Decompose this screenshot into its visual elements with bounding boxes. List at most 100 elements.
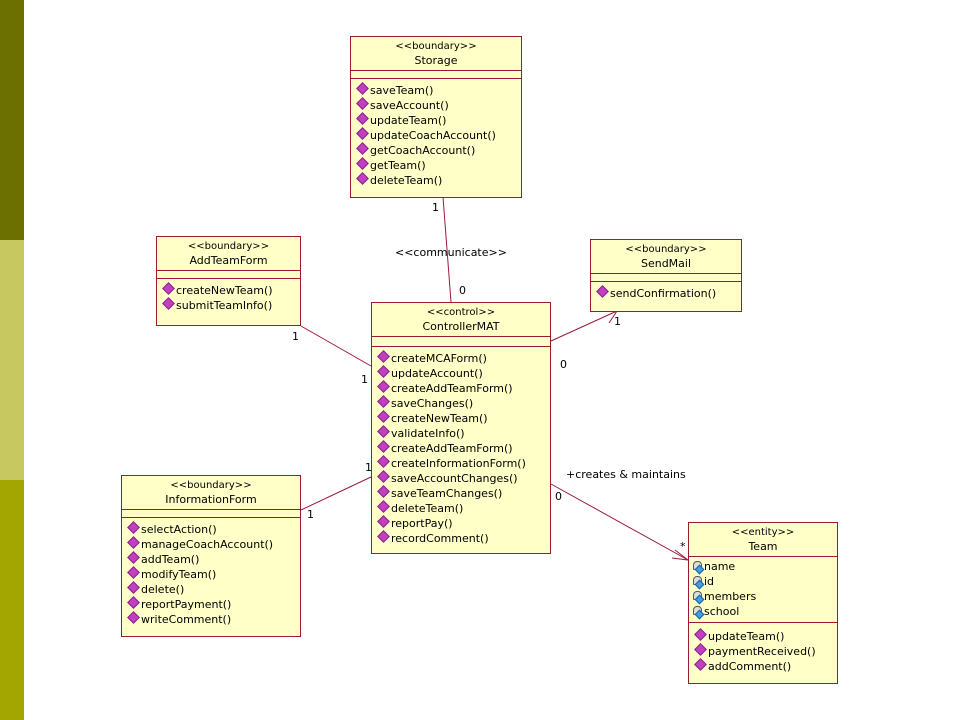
method-icon [356, 112, 369, 125]
operation-name: updateTeam() [370, 114, 447, 127]
stereotype: <<boundary>> [170, 480, 252, 491]
method-icon [377, 530, 390, 543]
operation: paymentReceived() [694, 643, 833, 659]
method-icon [377, 365, 390, 378]
private-attribute-icon [693, 606, 705, 620]
multiplicity-controller-top: 0 [459, 284, 466, 297]
class-team[interactable]: <<entity>> Team name id members school u… [688, 522, 838, 684]
operation: getTeam() [356, 157, 517, 173]
assoc-controller-team [550, 483, 689, 561]
operation-name: modifyTeam() [141, 568, 217, 581]
operation-name: reportPay() [391, 517, 453, 530]
class-sendmail[interactable]: <<boundary>> SendMail sendConfirmation() [590, 239, 742, 312]
operation: deleteTeam() [356, 172, 517, 188]
assoc-controller-sendmail [550, 310, 618, 342]
class-name: SendMail [640, 257, 692, 270]
multiplicity-controller-left-bottom: 1 [365, 461, 372, 474]
operation: sendConfirmation() [596, 285, 737, 301]
assoc-addteamform-controller [300, 325, 372, 367]
operation-name: saveAccount() [370, 99, 449, 112]
operation: getCoachAccount() [356, 142, 517, 158]
method-icon [356, 82, 369, 95]
sidebar-stripe-dark [0, 0, 24, 240]
stereotype: <<entity>> [731, 527, 795, 538]
class-controllermat[interactable]: <<control>> ControllerMAT createMCAForm(… [371, 302, 551, 554]
operation: modifyTeam() [127, 566, 296, 582]
method-icon [356, 97, 369, 110]
class-header: <<boundary>> SendMail [591, 240, 741, 274]
method-icon [127, 566, 140, 579]
operation-name: submitTeamInfo() [176, 299, 273, 312]
attribute: id [693, 574, 833, 590]
operation: addComment() [694, 658, 833, 674]
operation: manageCoachAccount() [127, 536, 296, 552]
stereotype: <<control>> [426, 307, 496, 318]
creates-maintains-label: +creates & maintains [566, 468, 686, 481]
operations-compartment: updateTeam() paymentReceived() addCommen… [689, 623, 837, 677]
operations-compartment: selectAction() manageCoachAccount() addT… [122, 518, 300, 630]
operation-name: addComment() [708, 660, 792, 673]
sidebar-stripe-light [0, 240, 24, 480]
operation: createMCAForm() [377, 350, 546, 366]
attributes-compartment [351, 71, 521, 79]
operation: saveTeam() [356, 82, 517, 98]
communicate-label: <<communicate>> [395, 246, 507, 259]
operations-compartment: createMCAForm() updateAccount() createAd… [372, 347, 550, 549]
method-icon [162, 282, 175, 295]
operation-name: manageCoachAccount() [141, 538, 274, 551]
operation-name: selectAction() [141, 523, 217, 536]
method-icon [377, 440, 390, 453]
multiplicity-sendmail-end: 1 [614, 315, 621, 328]
attribute-name: members [704, 590, 757, 603]
method-icon [377, 410, 390, 423]
operation-name: updateAccount() [391, 367, 483, 380]
method-icon [356, 172, 369, 185]
operation-name: saveAccountChanges() [391, 472, 518, 485]
operation-name: sendConfirmation() [610, 287, 717, 300]
method-icon [694, 658, 707, 671]
multiplicity-informationform-end: 1 [307, 508, 314, 521]
class-header: <<control>> ControllerMAT [372, 303, 550, 337]
method-icon [356, 127, 369, 140]
attributes-compartment: name id members school [689, 557, 837, 623]
operation-name: updateCoachAccount() [370, 129, 496, 142]
multiplicity-addteamform-end: 1 [292, 330, 299, 343]
operation: recordComment() [377, 530, 546, 546]
attributes-compartment [157, 271, 300, 279]
method-icon [377, 380, 390, 393]
private-attribute-icon [693, 591, 705, 605]
attribute-name: school [704, 605, 740, 618]
method-icon [377, 350, 390, 363]
operation: reportPayment() [127, 596, 296, 612]
operation-name: saveTeamChanges() [391, 487, 503, 500]
operations-compartment: createNewTeam() submitTeamInfo() [157, 279, 300, 316]
method-icon [356, 157, 369, 170]
operation-name: createAddTeamForm() [391, 442, 513, 455]
operation: deleteTeam() [377, 500, 546, 516]
operation: selectAction() [127, 521, 296, 537]
operation-name: recordComment() [391, 532, 489, 545]
operation-name: saveChanges() [391, 397, 474, 410]
class-storage[interactable]: <<boundary>> Storage saveTeam() saveAcco… [350, 36, 522, 198]
assoc-storage-controller [442, 196, 452, 303]
method-icon [377, 455, 390, 468]
method-icon [162, 297, 175, 310]
operation: saveTeamChanges() [377, 485, 546, 501]
stereotype: <<boundary>> [625, 244, 707, 255]
method-icon [694, 643, 707, 656]
class-name: Storage [414, 54, 458, 67]
class-informationform[interactable]: <<boundary>> InformationForm selectActio… [121, 475, 301, 637]
class-header: <<boundary>> Storage [351, 37, 521, 71]
operation: saveAccountChanges() [377, 470, 546, 486]
operation: validateInfo() [377, 425, 546, 441]
attribute-name: name [704, 560, 736, 573]
operation: updateTeam() [694, 628, 833, 644]
method-icon [127, 551, 140, 564]
class-addteamform[interactable]: <<boundary>> AddTeamForm createNewTeam()… [156, 236, 301, 326]
method-icon [127, 521, 140, 534]
class-name: AddTeamForm [189, 254, 268, 267]
attribute: members [693, 589, 833, 605]
operation-name: deleteTeam() [370, 174, 443, 187]
class-header: <<entity>> Team [689, 523, 837, 557]
attributes-compartment [372, 337, 550, 347]
